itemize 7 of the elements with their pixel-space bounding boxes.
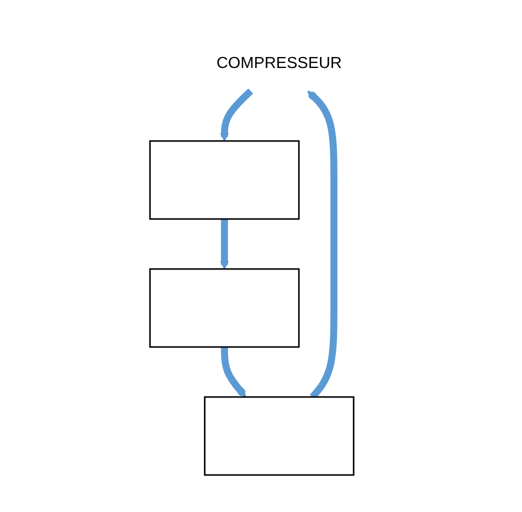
node-text: COMPRESSEUR <box>216 55 342 72</box>
arrow <box>220 88 254 142</box>
arrow <box>220 219 229 270</box>
node-box <box>204 396 354 476</box>
arrow <box>221 347 246 398</box>
node-box <box>149 268 300 348</box>
node-box <box>149 140 300 220</box>
